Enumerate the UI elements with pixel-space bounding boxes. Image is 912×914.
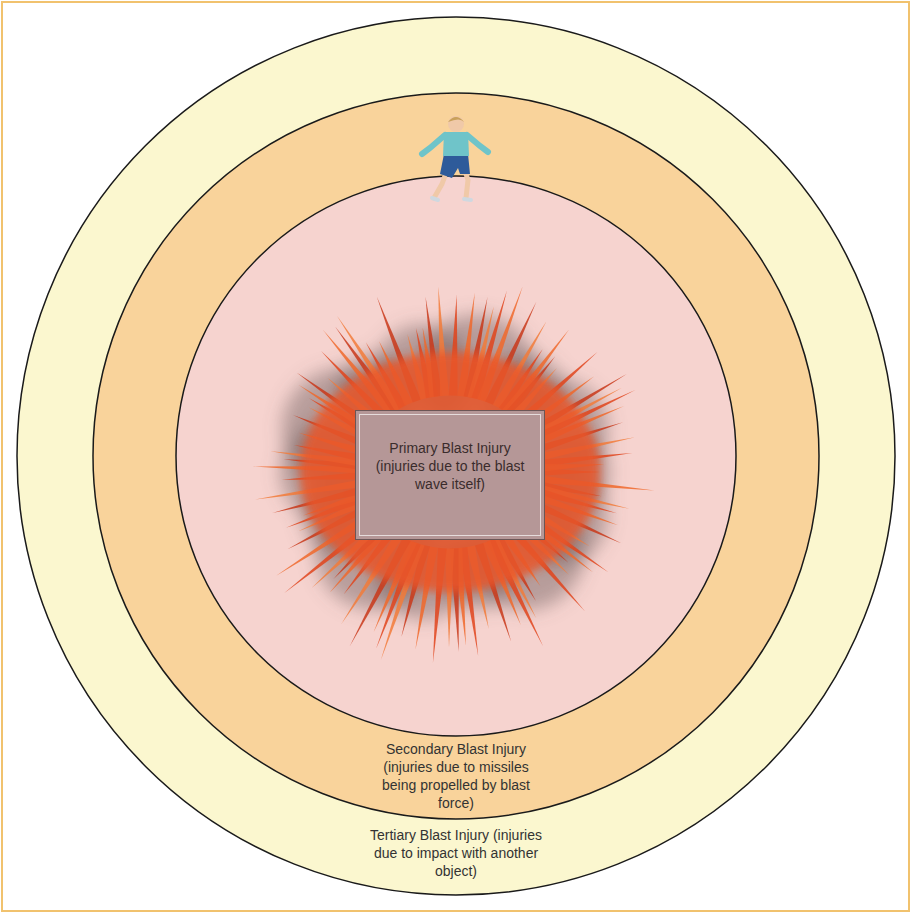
running-person (422, 116, 488, 200)
person-shorts (440, 154, 470, 178)
zone-circle (93, 93, 819, 819)
explosion-smoke (280, 315, 610, 620)
person-shoe (464, 199, 471, 200)
primary-label-box: Primary Blast Injury (injuries due to th… (355, 410, 545, 540)
person-arm (467, 135, 488, 152)
inner-zone-circle (176, 176, 736, 736)
outer-zone-circle: Tertiary Blast Injury (injuries due to i… (16, 16, 896, 896)
person-arm (422, 135, 445, 154)
box-label: Primary Blast Injury (injuries due to th… (372, 439, 528, 493)
zone-label: Secondary Blast Injury (injuries due to … (366, 740, 546, 812)
explosion-core (300, 352, 600, 592)
person-hair (448, 117, 464, 122)
middle-zone-circle: Secondary Blast Injury (injuries due to … (92, 92, 820, 820)
explosion (252, 287, 654, 663)
explosion-spikes (252, 287, 654, 663)
zone-label: Tertiary Blast Injury (injuries due to i… (361, 826, 551, 880)
person-shoe (432, 198, 438, 200)
zone-circle (17, 17, 895, 895)
person-head (448, 116, 464, 132)
